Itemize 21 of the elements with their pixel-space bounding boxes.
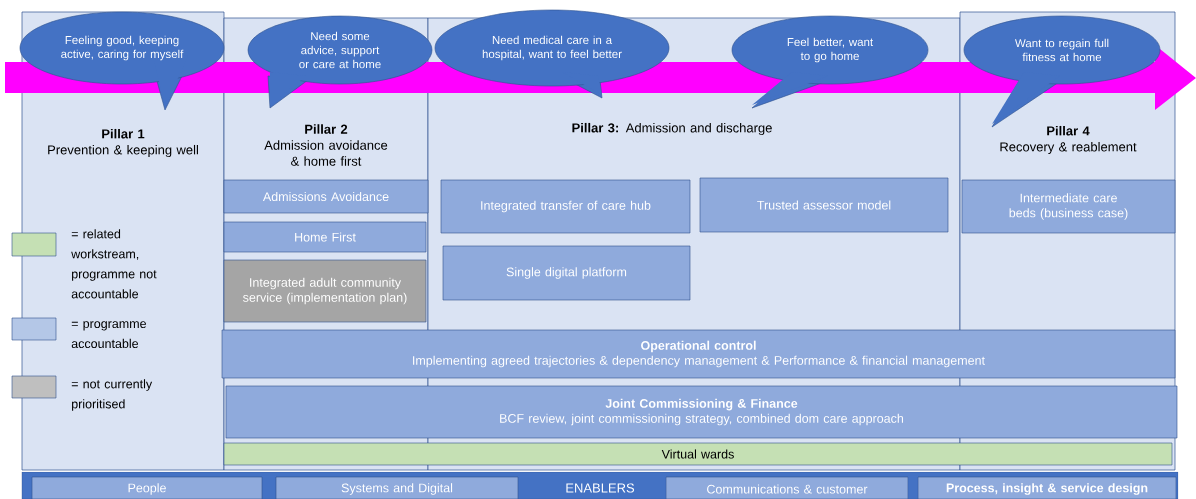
- speech-bubble: Feel better, want to go home: [731, 15, 929, 109]
- enabler-box: Process, insight & service design: [917, 476, 1177, 499]
- legend-label: = programme accountable: [71, 321, 146, 349]
- workstream-band: Joint Commissioning & Finance BCF review, joint commissioning strategy, combined dom care approach: [225, 385, 1178, 439]
- enabler-box: People: [31, 476, 263, 499]
- workstream-band: Operational control Implementing agreed trajectories & dependency management & Performance & financial management: [221, 329, 1176, 379]
- workstream-band: Virtual wards: [223, 442, 1173, 466]
- workstream-box: Intermediate care beds (business case): [961, 179, 1176, 234]
- enabler-box: Systems and Digital: [275, 476, 519, 499]
- workstream-box: Integrated transfer of care hub: [440, 179, 691, 234]
- workstream-box: Integrated adult community service (implementation plan): [223, 259, 427, 323]
- legend-label: = not currently prioritised: [71, 379, 153, 411]
- speech-bubble: Need some advice, support or care at home: [247, 15, 433, 109]
- workstream-box: Home First: [223, 221, 427, 253]
- enabler-box: Communications & customer: [665, 476, 909, 499]
- workstream-box: Single digital platform: [442, 245, 691, 301]
- workstream-box: Trusted assessor model: [699, 177, 949, 233]
- speech-bubble: Feeling good, keeping active, caring for myself: [19, 11, 225, 111]
- speech-bubble: Need medical care in a hospital, want to feel better: [434, 9, 670, 99]
- workstream-box: Admissions Avoidance: [223, 179, 429, 214]
- legend-label: = related workstream, programme not accountable: [71, 229, 157, 299]
